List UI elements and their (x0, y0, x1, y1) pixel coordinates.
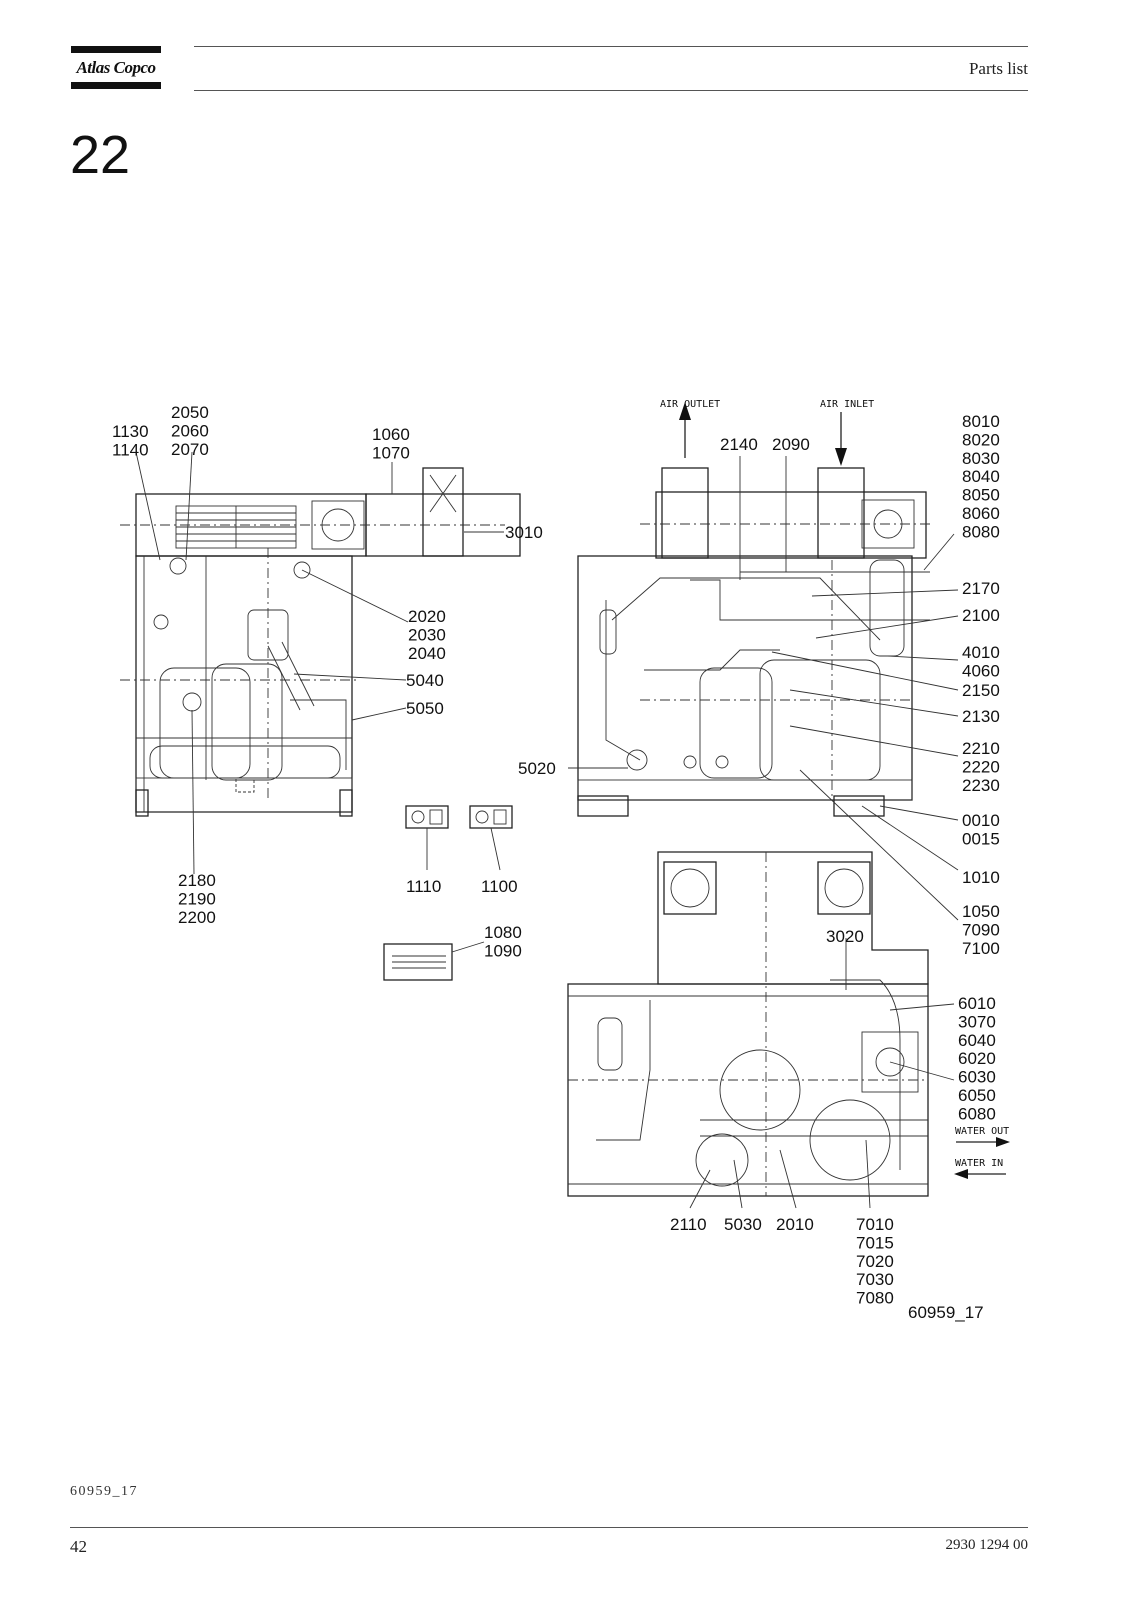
callout-2020: 2020 (408, 607, 446, 626)
callout-2040: 2040 (408, 644, 446, 663)
callout-0015: 0015 (962, 829, 1000, 848)
footer-code: 60959_17 (70, 1484, 138, 1499)
callout-6030: 6030 (958, 1068, 996, 1087)
callout-8060: 8060 (962, 504, 1000, 523)
callout-1140: 1140 (112, 440, 149, 459)
callout-2060: 2060 (171, 421, 209, 440)
section-number: 22 (70, 125, 131, 185)
callout-2150: 2150 (962, 681, 1000, 700)
air-inlet-label: AIR INLET (820, 399, 874, 410)
callout-4060: 4060 (962, 661, 1000, 680)
label-plates (383, 805, 513, 981)
callout-6040: 6040 (958, 1031, 996, 1050)
callout-7030: 7030 (856, 1270, 894, 1289)
callout-8080: 8080 (962, 522, 1000, 541)
callout-7090: 7090 (962, 920, 1000, 939)
side-view (120, 467, 521, 817)
callout-1100: 1100 (481, 877, 518, 896)
callout-2200: 2200 (178, 908, 216, 927)
callout-8020: 8020 (962, 430, 1000, 449)
callout-8040: 8040 (962, 467, 1000, 486)
callout-2220: 2220 (962, 757, 1000, 776)
callout-2140: 2140 (720, 435, 758, 454)
callout-5040: 5040 (406, 671, 444, 690)
callout-6080: 6080 (958, 1104, 996, 1123)
callout-1130: 1130 (112, 422, 149, 441)
callout-1080: 1080 (484, 923, 522, 942)
document-number: 2930 1294 00 (945, 1537, 1029, 1553)
callout-4010: 4010 (962, 643, 1000, 662)
callout-7010: 7010 (856, 1215, 894, 1234)
callout-1110: 1110 (406, 877, 441, 896)
callout-2070: 2070 (171, 440, 209, 459)
callout-7020: 7020 (856, 1252, 894, 1271)
header-title: Parts list (968, 59, 1028, 78)
water-in-label: WATER IN (955, 1158, 1003, 1169)
logo-bar-top (71, 46, 161, 53)
air-outlet-label: AIR OUTLET (660, 399, 720, 410)
callout-6050: 6050 (958, 1086, 996, 1105)
callout-1090: 1090 (484, 941, 522, 960)
water-out-label: WATER OUT (955, 1126, 1009, 1137)
callout-2210: 2210 (962, 739, 1000, 758)
callout-1070: 1070 (372, 443, 410, 462)
header-rule-top (194, 46, 1028, 47)
brand-logo: Atlas Copco (76, 58, 156, 77)
callout-3020: 3020 (826, 927, 864, 946)
callout-2180: 2180 (178, 871, 216, 890)
header-rule-bottom (194, 90, 1028, 91)
callout-5030: 5030 (724, 1215, 762, 1234)
logo-bar-bottom (71, 82, 161, 89)
callout-2190: 2190 (178, 889, 216, 908)
callout-2090: 2090 (772, 435, 810, 454)
callout-7015: 7015 (856, 1233, 894, 1252)
callout-2130: 2130 (962, 707, 1000, 726)
callout-2030: 2030 (408, 625, 446, 644)
callout-1060: 1060 (372, 425, 410, 444)
callout-2100: 2100 (962, 606, 1000, 625)
callout-3010: 3010 (505, 523, 543, 542)
callout-3070: 3070 (958, 1012, 996, 1031)
callout-1010: 1010 (962, 868, 1000, 887)
callout-7100: 7100 (962, 939, 1000, 958)
figure-code: 60959_17 (908, 1303, 984, 1322)
top-view (567, 851, 1010, 1197)
callout-2010: 2010 (776, 1215, 814, 1234)
callout-2050: 2050 (171, 403, 209, 422)
callout-8030: 8030 (962, 449, 1000, 468)
footer-rule (70, 1527, 1028, 1528)
callout-5020: 5020 (518, 759, 556, 778)
callout-7080: 7080 (856, 1289, 894, 1308)
callout-8010: 8010 (962, 412, 1000, 431)
callout-6010: 6010 (958, 994, 996, 1013)
callout-5050: 5050 (406, 699, 444, 718)
callout-2170: 2170 (962, 579, 1000, 598)
callout-8050: 8050 (962, 486, 1000, 505)
callout-6020: 6020 (958, 1049, 996, 1068)
callout-1050: 1050 (962, 902, 1000, 921)
callout-2230: 2230 (962, 776, 1000, 795)
front-view (577, 402, 930, 817)
leader-lines (135, 451, 959, 1209)
page-number: 42 (70, 1537, 87, 1556)
callout-0010: 0010 (962, 811, 1000, 830)
callout-2110: 2110 (670, 1215, 707, 1234)
